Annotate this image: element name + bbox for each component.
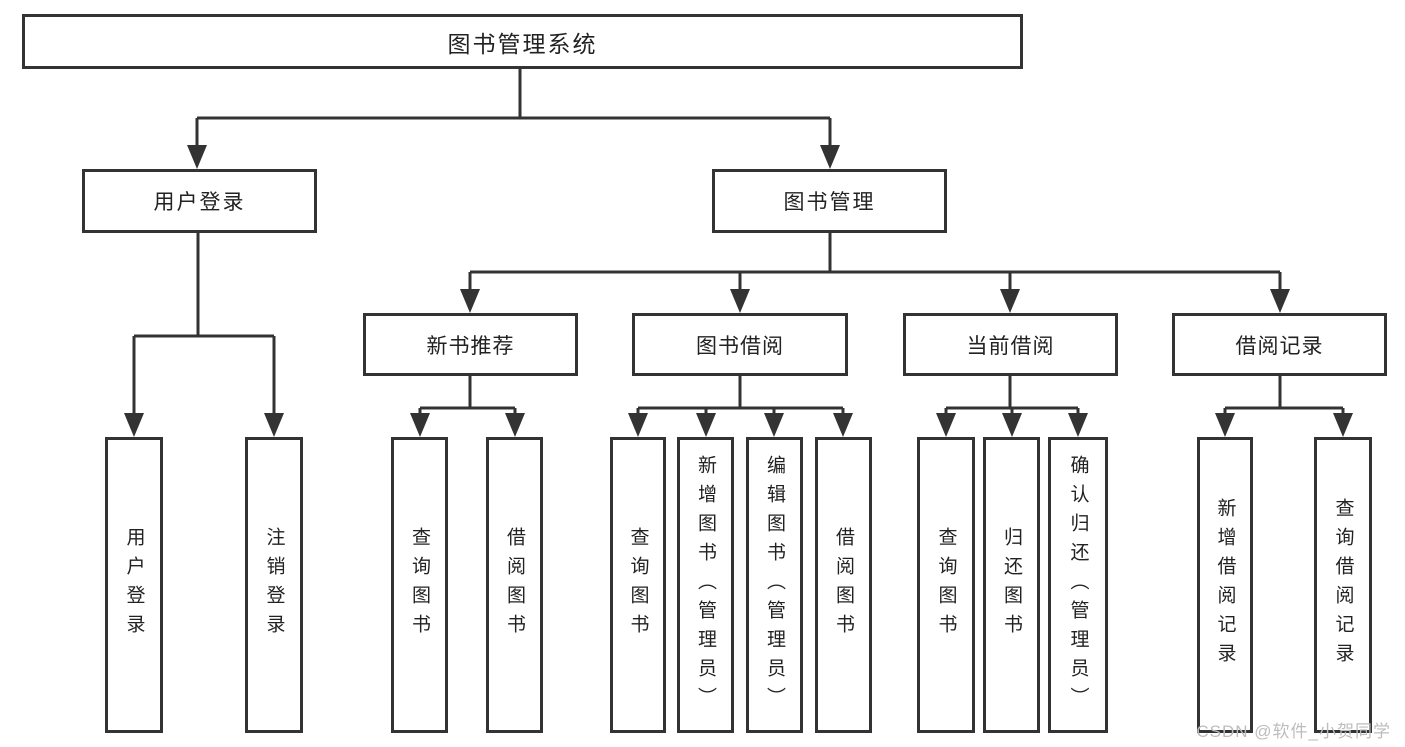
leaf-borrow-books-borrowing: 借阅图书 bbox=[815, 437, 872, 733]
leaf-label: 确认归还（管理员） bbox=[1067, 454, 1089, 716]
arrowheads bbox=[124, 145, 1353, 437]
leaf-label: 借阅图书 bbox=[504, 527, 525, 643]
node-book-management: 图书管理 bbox=[712, 169, 947, 233]
node-library-management-system: 图书管理系统 bbox=[22, 14, 1023, 69]
leaf-user-login: 用户登录 bbox=[105, 437, 163, 733]
leaf-label: 借阅图书 bbox=[833, 527, 854, 643]
leaf-logout: 注销登录 bbox=[245, 437, 303, 733]
leaf-borrow-books-recommend: 借阅图书 bbox=[486, 437, 543, 733]
node-user-login: 用户登录 bbox=[82, 169, 317, 233]
connector-book-borrowing bbox=[636, 376, 845, 415]
watermark: CSDN @软件_小贺同学 bbox=[1196, 722, 1391, 741]
connector-user-login bbox=[132, 233, 276, 415]
node-book-borrowing: 图书借阅 bbox=[632, 313, 848, 376]
node-borrowing-records: 借阅记录 bbox=[1172, 313, 1387, 376]
leaf-label: 查询图书 bbox=[409, 527, 430, 643]
leaf-label: 注销登录 bbox=[263, 527, 285, 643]
leaf-query-books-borrowing: 查询图书 bbox=[610, 437, 666, 733]
connector-new-book-recommend bbox=[418, 376, 517, 415]
leaf-label: 查询图书 bbox=[935, 527, 957, 643]
leaf-return-book: 归还图书 bbox=[983, 437, 1040, 733]
connector-borrowing-records bbox=[1223, 376, 1345, 415]
leaf-edit-book-admin: 编辑图书（管理员） bbox=[746, 437, 803, 733]
node-current-borrowing: 当前借阅 bbox=[903, 313, 1118, 376]
connector-current-borrowing bbox=[944, 376, 1080, 415]
leaf-query-books-recommend: 查询图书 bbox=[391, 437, 448, 733]
leaf-label: 查询图书 bbox=[627, 527, 649, 643]
connector-root bbox=[195, 69, 832, 147]
leaf-confirm-return-admin: 确认归还（管理员） bbox=[1048, 437, 1108, 733]
leaf-add-book-admin: 新增图书（管理员） bbox=[677, 437, 734, 733]
leaf-label: 新增图书（管理员） bbox=[695, 454, 716, 716]
leaf-label: 归还图书 bbox=[1001, 527, 1022, 643]
leaf-query-books-current: 查询图书 bbox=[917, 437, 975, 733]
leaf-query-borrow-record: 查询借阅记录 bbox=[1314, 437, 1372, 733]
leaf-label: 用户登录 bbox=[123, 527, 145, 643]
leaf-label: 新增借阅记录 bbox=[1214, 498, 1236, 672]
leaf-label: 查询借阅记录 bbox=[1332, 498, 1354, 672]
node-new-book-recommend: 新书推荐 bbox=[363, 313, 578, 376]
connector-book-management bbox=[468, 233, 1282, 291]
leaf-label: 编辑图书（管理员） bbox=[764, 454, 785, 716]
leaf-add-borrow-record: 新增借阅记录 bbox=[1197, 437, 1253, 733]
